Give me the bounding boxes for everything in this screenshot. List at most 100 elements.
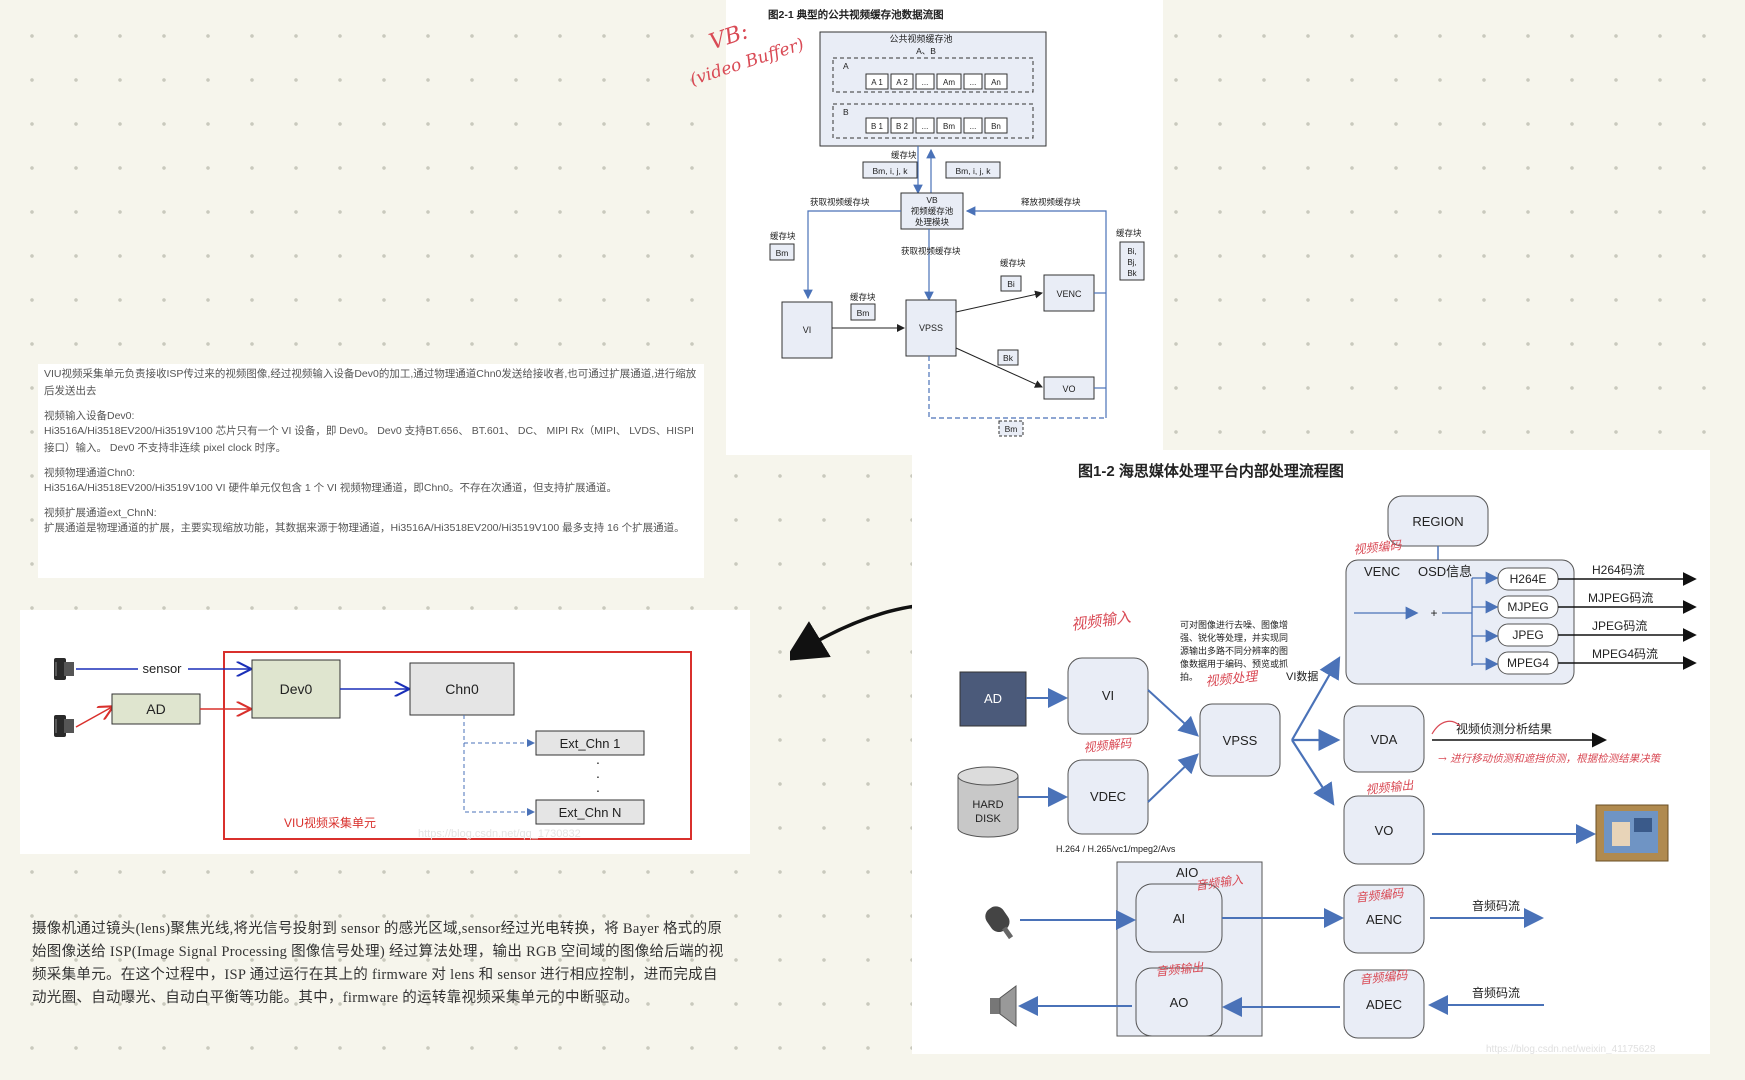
vb-row-b-cell [865,117,889,134]
vb-module-line2: 视频缓存池 [911,206,954,216]
handwritten-audio-dec-annotation: 音频编码 [1359,968,1409,987]
vb-release-buf-label: 释放视频缓存块 [1021,197,1081,207]
vb-row-b-cell [890,117,914,134]
viu-ad-label: AD [146,701,165,717]
hisi-mjpeg-label: MJPEG [1507,600,1548,614]
viu-dev-body: Hi3516A/Hi3518EV200/Hi3519V100 芯片只有一个 VI… [44,425,694,454]
vb-row-a-cell [890,73,914,90]
hisi-ad-label: AD [984,691,1002,706]
hisi-region-label: REGION [1412,514,1463,529]
viu-dev0-label: Dev0 [280,681,313,697]
anno-audio-in: 音频输入 [1194,872,1243,893]
vb-row-b-cell-label: B 2 [896,122,909,131]
anno-video-dec: 视频解码 [1083,736,1133,755]
vb-row-a-cell [915,73,935,90]
viu-dot: · [596,754,601,770]
hisi-codec-formats: H.264 / H.265/vc1/mpeg2/Avs [1056,844,1176,854]
vb-get-buf-2-label: 获取视频缓存块 [901,246,961,256]
vb-pool-sub: A、B [916,46,936,56]
viu-ext-title: 视频扩展通道ext_ChnN: [44,507,157,519]
anno-audio-out: 音频输出 [1155,960,1205,979]
hisi-audio-out-label: 音频码流 [1472,898,1520,913]
viu-ext-body: 扩展通道是物理通道的扩展，主要实现缩放功能，其数据来源于物理通道，Hi3516A… [44,522,685,534]
vb-row-a [832,57,1034,93]
vb-vi-box [781,301,833,359]
anno-vda-note: → 进行移动侦测和遮挡侦测，根据检测结果决策 [1438,753,1662,765]
anno-video-out: 视频输出 [1365,778,1415,797]
hisi-mpeg4-label: MPEG4 [1507,656,1549,670]
hisi-ai-label: AI [1173,911,1185,926]
vb-cache-right-label: 缓存块 [1116,228,1142,238]
vb-bm-left: Bm [776,248,789,258]
hisi-hard-disk-line1: HARD [972,799,1003,811]
hisi-venc-label: VENC [1364,564,1400,579]
hisi-osd-label: OSD信息 [1418,564,1472,579]
viu-chn-body: Hi3516A/Hi3518EV200/Hi3519V100 VI 硬件单元仅包… [44,482,617,494]
vb-venc-box [1043,274,1095,312]
vb-bi-mid: Bi [1007,279,1015,289]
vb-row-a-cell-label: A 2 [896,78,908,87]
hisi-out-mpeg4: MPEG4码流 [1592,647,1658,661]
hisi-h264e-label: H264E [1510,572,1547,586]
vb-figure-title: 图2-1 典型的公共视频缓存池数据流图 [768,8,944,21]
vb-block-bmijk-2: Bm, i, j, k [956,166,992,176]
viu-dev-title: 视频输入设备Dev0: [44,410,135,422]
vb-row-b-cell-label: Bn [991,122,1001,131]
hisi-plus: + [1430,606,1437,620]
vb-bj: Bj, [1127,258,1136,267]
hisi-jpeg-label: JPEG [1512,628,1543,642]
camera-icon [54,658,74,680]
viu-chn0-label: Chn0 [445,681,479,697]
hisi-vi-label: VI [1102,688,1114,703]
viu-intro: VIU视频采集单元负责接收ISP传过来的视频图像,经过视频输入设备Dev0的加工… [44,368,697,397]
vb-row-b-cell [915,117,935,134]
viu-dot: · [596,768,601,784]
hisi-aio-label: AIO [1176,865,1198,880]
viu-extn-box [535,799,645,825]
hisi-adec-label: ADEC [1366,997,1402,1012]
hisi-note-line5: 拍。 [1180,671,1198,682]
viu-sensor-label: sensor [142,661,182,676]
hand-vb: VB: [706,19,751,55]
vb-row-a-cell-label: ... [970,78,977,87]
anno-video-enc: 视频编码 [1353,538,1403,557]
vb-row-b-cell [936,117,962,134]
hisi-out-h264: H264码流 [1592,563,1645,577]
viu-ad-box [111,693,201,725]
vb-vi-label: VI [803,325,812,335]
hisi-ao-label: AO [1170,995,1189,1010]
vb-row-a-cell-label: An [991,78,1001,87]
hisi-watermark: https://blog.csdn.net/weixin_41175628 [1486,1044,1656,1054]
lens-isp-paragraph: 摄像机通过镜头(lens)聚焦光线,将光信号投射到 sensor 的感光区域,s… [32,921,724,1006]
vb-row-a-cell [936,73,962,90]
hisi-note-line2: 强、锐化等处理，并实现同 [1180,632,1288,643]
viu-dev0-box [251,659,341,719]
vb-pool-title: 公共视频缓存池 [889,33,952,44]
vb-row-a-cell [984,73,1008,90]
vb-cache-block-label: 缓存块 [891,150,917,160]
handwritten-audio-annotations: 音频输入 音频编码 音频输出 [1155,872,1405,979]
hisi-pipeline-diagram: 图1-2 海思媒体处理平台内部处理流程图 REGION VENC OSD信息 +… [957,462,1697,1055]
vb-bk-mid: Bk [1003,353,1014,363]
viu-unit-frame [223,651,692,840]
hisi-out-mjpeg: MJPEG码流 [1588,591,1653,605]
vb-row-a-label: A [843,61,849,71]
vb-row-b-cell-label: B 1 [871,122,884,131]
viu-chn-title: 视频物理通道Chn0: [44,467,136,479]
viu-chn0-box [409,662,515,716]
viu-ext1-box [535,730,645,756]
anno-video-in: 视频输入 [1070,608,1132,634]
vb-bk-right: Bk [1127,269,1137,278]
monitor-icon [1595,804,1669,862]
hisi-vdec-box [1067,759,1149,835]
hard-disk-icon [957,766,1019,838]
vb-handwritten-note: VB: (video Buffer) [688,19,807,90]
vb-row-b-cell [984,117,1008,134]
vb-row-b-cell-label: Bm [943,122,955,131]
hisi-note-line3: 源输出多路不同分辨率的图 [1180,645,1288,656]
hisi-vpss-label: VPSS [1223,733,1258,748]
vb-get-buf-label: 获取视频缓存块 [810,197,870,207]
